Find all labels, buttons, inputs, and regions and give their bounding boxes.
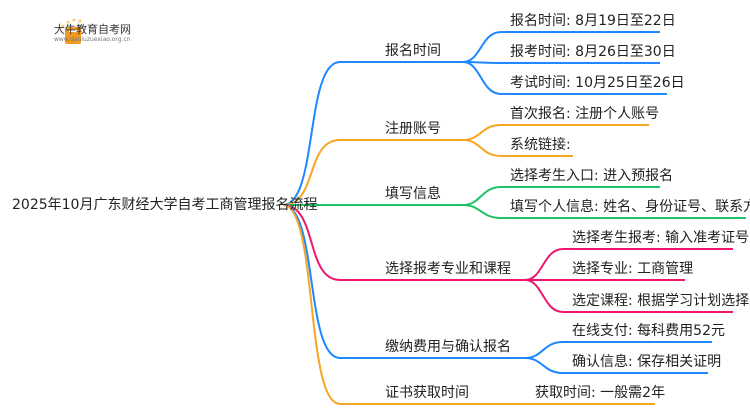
branch-link <box>282 61 463 206</box>
leaf-link <box>524 248 733 281</box>
leaf-node: 在线支付: 每科费用52元 <box>572 323 725 339</box>
leaf-link <box>462 139 573 157</box>
leaf-link <box>524 357 708 374</box>
leaf-link <box>524 279 733 313</box>
leaf-node: 选定课程: 根据学习计划选择 <box>572 293 750 309</box>
leaf-node: 报名时间: 8月19日至22日 <box>510 13 676 29</box>
leaf-link <box>462 31 660 63</box>
leaf-node: 填写个人信息: 姓名、身份证号、联系方式 <box>510 199 750 215</box>
leaf-link <box>524 341 712 359</box>
branch-node: 注册账号 <box>385 121 441 137</box>
leaf-node: 选择专业: 工商管理 <box>572 261 694 277</box>
branch-link <box>282 204 655 405</box>
leaf-node: 获取时间: 一般需2年 <box>535 385 666 401</box>
leaf-node: 系统链接: <box>510 137 571 153</box>
branch-link <box>282 204 525 359</box>
root-node: 2025年10月广东财经大学自考工商管理报名流程 <box>12 197 318 213</box>
branch-node: 证书获取时间 <box>385 385 469 401</box>
branch-node: 填写信息 <box>385 186 441 202</box>
branch-link <box>282 139 463 206</box>
leaf-link <box>462 186 660 206</box>
branch-node: 缴纳费用与确认报名 <box>385 339 511 355</box>
logo-book-icon <box>59 18 82 44</box>
leaf-node: 选择考生入口: 进入预报名 <box>510 168 674 184</box>
branch-link <box>282 204 525 281</box>
leaf-node: 考试时间: 10月25日至26日 <box>510 75 685 91</box>
leaf-link <box>462 204 746 219</box>
branch-node: 选择报考专业和课程 <box>385 261 511 277</box>
leaf-node: 首次报名: 注册个人账号 <box>510 106 660 122</box>
leaf-node: 选择考生报考: 输入准考证号 <box>572 230 750 246</box>
leaf-node: 确认信息: 保存相关证明 <box>572 354 722 370</box>
leaf-node: 报考时间: 8月26日至30日 <box>510 44 676 60</box>
leaf-link <box>462 61 660 64</box>
branch-node: 报名时间 <box>385 43 441 59</box>
logo-title: 大牛教育自考网 <box>54 23 131 36</box>
leaf-link <box>462 61 667 95</box>
logo-url: www.daniuzuexiao.org.cn <box>54 36 131 43</box>
